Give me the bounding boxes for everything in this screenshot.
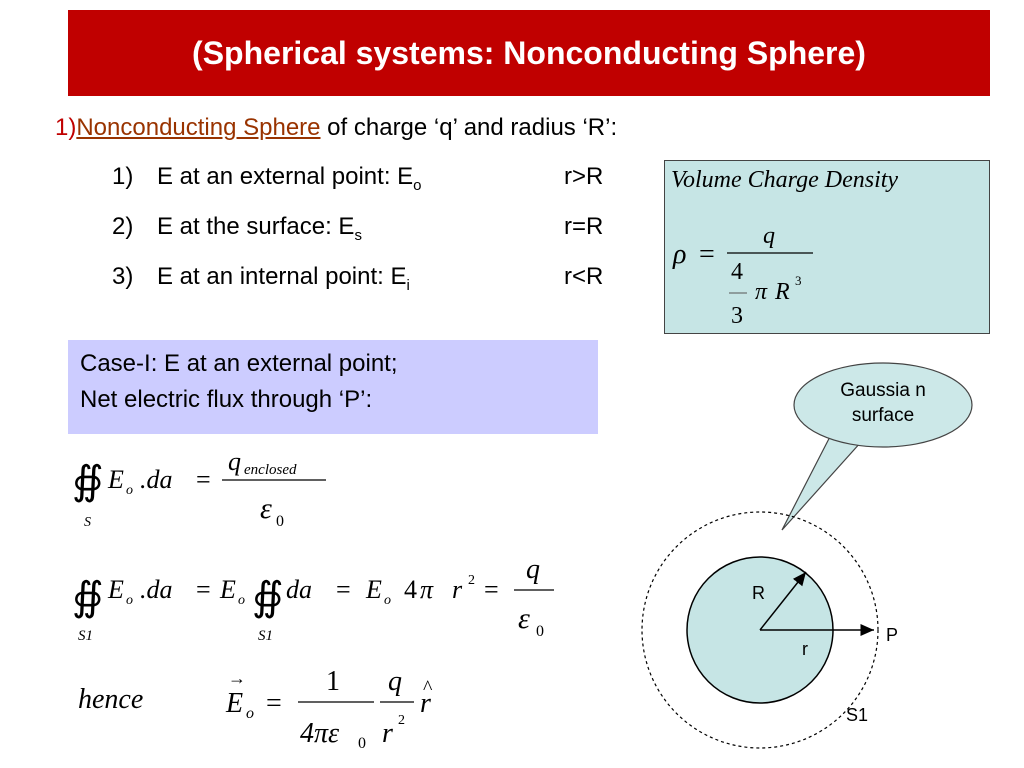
da-term: .da	[140, 575, 173, 604]
epsilon-subscript: 0	[358, 735, 366, 752]
four-term: 4	[404, 575, 417, 604]
e-field: E	[365, 575, 382, 604]
e-subscript: o	[238, 593, 245, 608]
hat-icon: ^	[423, 677, 433, 699]
case-line-1: Case-I: E at an external point;	[80, 350, 398, 377]
gauss-law-equation: ∯ S E o .da = q enclosed ε 0	[72, 447, 326, 530]
case-text: E at an internal point: Ei	[157, 263, 410, 294]
label-P: P	[886, 625, 898, 645]
enclosed-subscript: enclosed	[244, 462, 297, 478]
exponent-3: 3	[795, 273, 802, 288]
e-field: E	[107, 575, 124, 604]
density-title: Volume Charge Density	[671, 167, 899, 193]
title-bar: (Spherical systems: Nonconducting Sphere…	[68, 10, 990, 96]
density-formula: ρ = q 4 3 π R 3	[672, 223, 813, 329]
integral-subscript: S1	[78, 628, 93, 644]
intro-text: of charge ‘q’ and radius ‘R’:	[320, 114, 618, 141]
label-R: R	[752, 583, 765, 603]
da-term: da	[286, 575, 312, 604]
gaussian-surface	[641, 511, 879, 749]
radius-arrow	[759, 571, 807, 631]
case-number: 3)	[112, 263, 134, 290]
volume-charge-density-box: Volume Charge Density ρ = q 4 3 π R 3	[664, 160, 990, 334]
one-term: 1	[326, 666, 340, 697]
surface-integral-icon: ∯	[72, 458, 104, 503]
r-term: r	[452, 575, 463, 604]
q-term: q	[388, 666, 402, 697]
label-S1: S1	[846, 705, 868, 725]
e-subscript: o	[126, 593, 133, 608]
vector-arrow-icon: →	[228, 668, 246, 688]
e-vector: E	[225, 688, 243, 719]
case-text: E at the surface: Es	[157, 213, 362, 244]
radius-R: R	[774, 279, 790, 305]
q-term: q	[228, 447, 241, 476]
e-subscript: o	[384, 593, 391, 608]
intro-line: 1)Nonconducting Sphere of charge ‘q’ and…	[55, 114, 617, 142]
result-equation: hence E → o = 1 4πε 0 q r 2 r ^	[78, 666, 433, 752]
case-condition: r>R	[564, 163, 604, 190]
epsilon-subscript: 0	[276, 513, 284, 530]
exponent-2: 2	[468, 573, 475, 588]
gaussian-surface-callout: Gaussia n surface	[840, 380, 926, 426]
exponent-2: 2	[398, 713, 405, 728]
list-item: 3) E at an internal point: Ei r<R	[112, 263, 632, 313]
surface-integral-icon: ∯	[252, 574, 284, 619]
rho-symbol: ρ	[672, 239, 686, 270]
label-r: r	[802, 639, 808, 659]
e-subscript: o	[126, 483, 133, 498]
epsilon-symbol: ε	[260, 492, 272, 525]
equals-sign: =	[336, 575, 351, 604]
list-item: 1) E at an external point: Eo r>R	[112, 163, 632, 213]
e-field: E	[219, 575, 236, 604]
pi-symbol: π	[420, 575, 434, 604]
pi-symbol: π	[755, 279, 768, 305]
slide-title: (Spherical systems: Nonconducting Sphere…	[192, 34, 866, 71]
equals-sign: =	[196, 465, 211, 494]
case-box: Case-I: E at an external point; Net elec…	[68, 340, 598, 434]
q-term: q	[526, 554, 540, 585]
r-term: r	[382, 718, 393, 749]
integral-subscript: S	[84, 515, 91, 530]
case-list: 1) E at an external point: Eo r>R 2) E a…	[112, 163, 632, 313]
frac-four: 4	[731, 259, 743, 285]
epsilon-subscript: 0	[536, 623, 544, 640]
hence-word: hence	[78, 684, 143, 715]
intro-number: 1)	[55, 114, 77, 141]
numerator-q: q	[763, 223, 775, 249]
da-term: .da	[140, 465, 173, 494]
case-number: 2)	[112, 213, 134, 240]
integral-subscript: S1	[258, 628, 273, 644]
e-subscript: o	[246, 705, 254, 722]
r-hat: r	[420, 688, 431, 719]
case-number: 1)	[112, 163, 134, 190]
case-line-2: Net electric flux through ‘P’:	[80, 386, 373, 413]
equals-sign: =	[266, 688, 282, 719]
case-condition: r<R	[564, 263, 604, 290]
case-text: E at an external point: Eo	[157, 163, 422, 194]
e-field: E	[107, 465, 124, 494]
frac-three: 3	[731, 303, 743, 329]
flux-equation: ∯ S1 E o .da = E o ∯ S1 da = E o 4 π r 2…	[72, 554, 554, 644]
case-condition: r=R	[564, 213, 604, 240]
epsilon-symbol: ε	[518, 602, 530, 635]
equals-sign: =	[484, 575, 499, 604]
list-item: 2) E at the surface: Es r=R	[112, 213, 632, 263]
nonconducting-sphere-link[interactable]: Nonconducting Sphere	[76, 114, 321, 141]
callout-bubble	[793, 362, 973, 448]
four-pi-eps-term: 4πε	[300, 718, 339, 749]
equals-sign: =	[196, 575, 211, 604]
sphere-figure: R r P S1	[641, 362, 973, 749]
equals-sign: =	[699, 239, 715, 270]
surface-integral-icon: ∯	[72, 574, 104, 619]
